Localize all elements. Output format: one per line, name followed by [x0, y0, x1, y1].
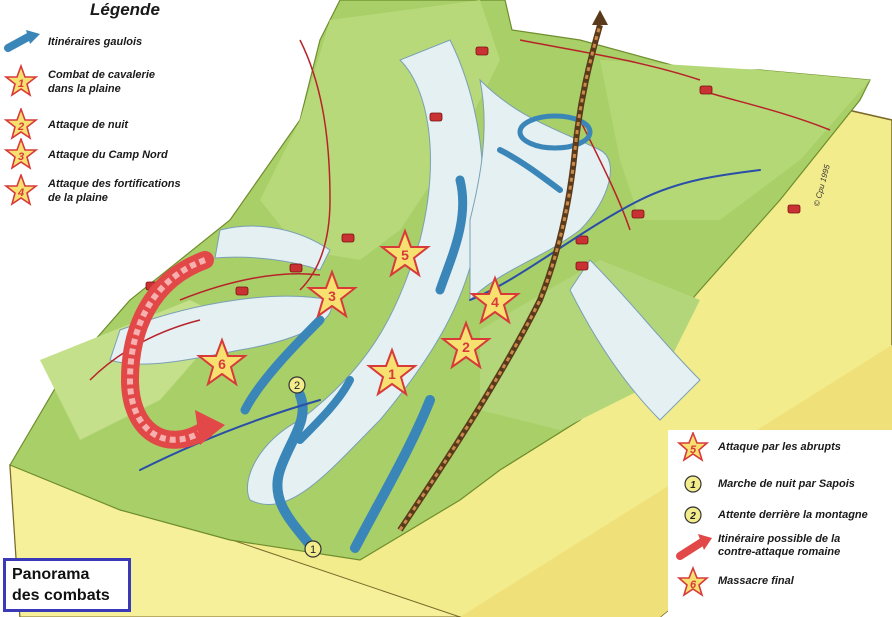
map-star-5: 5 [379, 228, 431, 278]
legend-label-waiting: Attente derrière la montagne [718, 509, 868, 521]
map-star-3-number: 3 [328, 288, 336, 304]
valleys [109, 39, 701, 505]
circle-1-number: 1 [690, 480, 696, 491]
map-circle-1: 1 [304, 540, 322, 558]
legend-label-cavalry-2: dans la plaine [48, 83, 121, 95]
panorama-title-line2: des combats [12, 587, 110, 604]
star-2-number: 2 [17, 121, 24, 133]
map-circle-1-number: 1 [310, 544, 316, 556]
legend-label-night-march: Marche de nuit par Sapois [718, 478, 855, 490]
map-star-5-number: 5 [401, 247, 409, 263]
circle-1-icon: 1 [684, 475, 702, 493]
gaul-routes [139, 113, 761, 553]
legend-title: Légende [90, 0, 160, 19]
star-2-icon: 2 [4, 108, 38, 140]
blue-arrow-icon [4, 30, 40, 52]
star-6-icon: 6 [676, 566, 710, 597]
legend-label-north-camp: Attaque du Camp Nord [48, 149, 168, 161]
legend-label-counter-attack-1: Itinéraire possible de la [718, 533, 841, 545]
red-arrow-icon [676, 534, 712, 560]
legend-label-cavalry-1: Combat de cavalerie [48, 69, 155, 81]
panorama-title-line1: Panorama [12, 566, 90, 583]
legend-label-cliffs: Attaque par les abrupts [718, 441, 841, 453]
brown-path [397, 10, 608, 532]
panorama-title-box: Panorama des combats [3, 558, 131, 612]
star-5-number: 5 [690, 444, 697, 456]
star-1-number: 1 [18, 78, 24, 90]
legend-label-gaul-routes: Itinéraires gaulois [48, 36, 143, 48]
legend-label-massacre: Massacre final [718, 575, 794, 587]
roman-counter-attack-arrow [120, 251, 225, 449]
map-star-2-number: 2 [462, 339, 470, 355]
legend-label-night-attack: Attaque de nuit [48, 119, 129, 131]
star-3-number: 3 [18, 151, 24, 163]
circle-2-icon: 2 [684, 506, 702, 524]
map-star-4: 4 [469, 275, 521, 325]
map-circle-2-number: 2 [294, 380, 300, 392]
battle-stars: 5 3 4 2 1 6 [196, 228, 521, 397]
legend-bottom-panel [668, 430, 892, 617]
star-3-icon: 3 [4, 138, 38, 170]
map-circle-2: 2 [288, 376, 306, 394]
legend-label-fortifications-1: Attaque des fortifications [48, 178, 181, 190]
star-5-icon: 5 [676, 432, 710, 462]
map-star-4-number: 4 [491, 294, 499, 310]
star-1-icon: 1 [4, 64, 38, 97]
star-4-icon: 4 [4, 174, 38, 206]
map-star-1-number: 1 [388, 366, 396, 382]
map-star-3: 3 [306, 269, 358, 319]
star-4-number: 4 [17, 187, 24, 199]
camp-markers [145, 46, 801, 296]
map-circles: 2 1 [288, 376, 322, 558]
map-star-2: 2 [440, 320, 492, 370]
star-6-number: 6 [690, 579, 697, 591]
map-star-6-number: 6 [218, 356, 226, 372]
legend-label-counter-attack-2: contre-attaque romaine [718, 546, 841, 558]
circle-2-number: 2 [689, 511, 696, 522]
map-star-1: 1 [366, 347, 418, 397]
map-star-6: 6 [196, 337, 248, 387]
legend-label-fortifications-2: de la plaine [48, 192, 108, 204]
